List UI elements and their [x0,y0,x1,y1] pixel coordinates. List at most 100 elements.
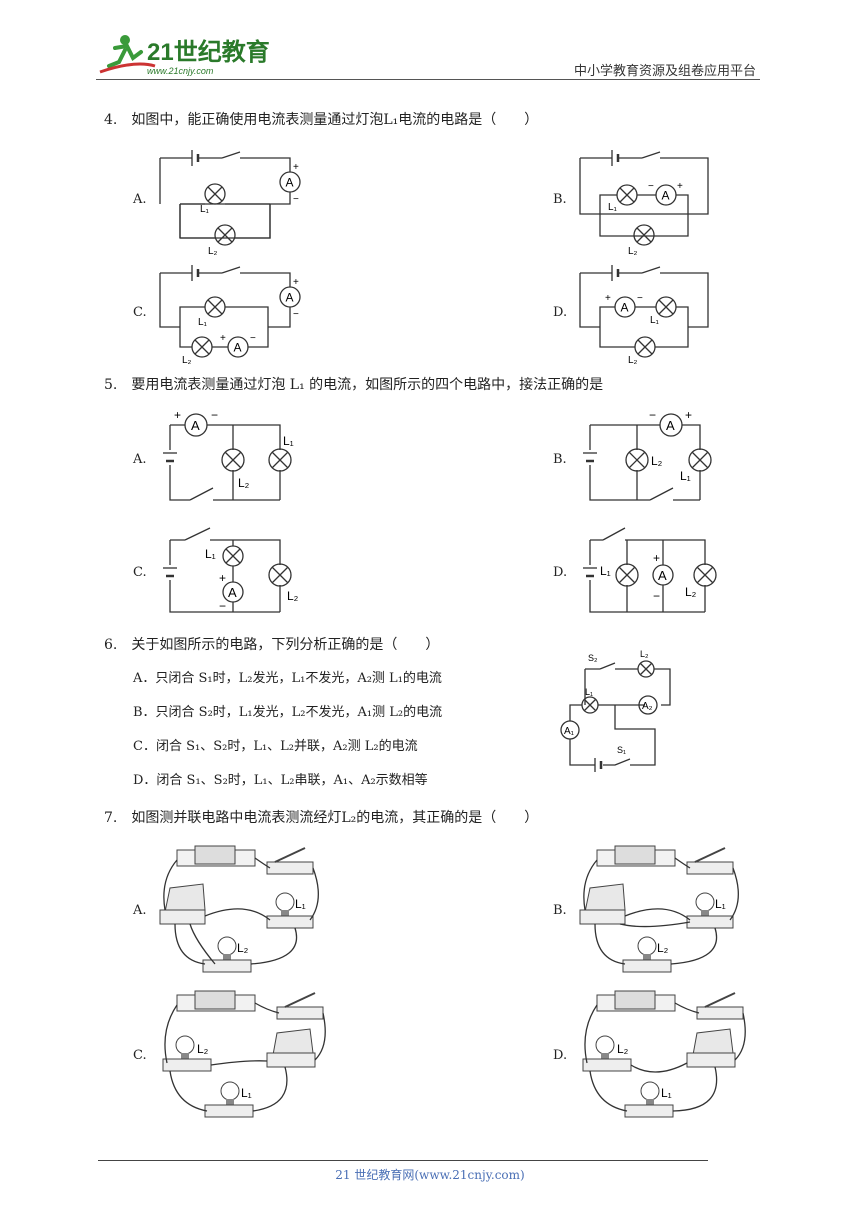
ammeter-device-icon [164,883,206,913]
svg-text:L₁: L₁ [241,1086,252,1100]
q6-choice-c[interactable]: C．闭合 S₁、S₂时，L₁、L₂并联，A₂测 L₂的电流 [133,739,418,754]
svg-text:A: A [234,341,242,355]
footer-link[interactable]: 21 世纪教育网(www.21cnjy.com) [335,1168,525,1182]
q7-option-b[interactable]: B. [553,903,567,918]
q7-physical-b: L₁ L₂ [579,845,739,973]
bulb-icon [275,892,295,916]
q4-option-b[interactable]: B. [553,192,567,207]
q7-option-a[interactable]: A. [133,903,147,918]
lamp-icon [633,224,655,246]
svg-text:L₁: L₁ [295,897,306,911]
ammeter-icon: A [279,286,301,308]
lamp-icon [637,660,655,678]
svg-text:L₁: L₁ [715,897,726,911]
svg-text:+: + [293,277,299,288]
logo-text: 21世纪教育 [147,38,270,66]
battery-icon [614,990,656,1010]
q6-choice-b[interactable]: B．只闭合 S₂时，L₁发光，L₂不发光，A₁测 L₂的电流 [133,705,443,720]
switch-icon [266,861,314,875]
svg-text:+: + [653,551,660,565]
q7-option-d[interactable]: D. [553,1048,568,1063]
q4-option-c[interactable]: C. [133,305,147,320]
q6-choice-a[interactable]: A．只闭合 S₁时，L₂发光，L₁不发光，A₂测 L₁的电流 [133,671,442,686]
q5-option-b[interactable]: B. [553,452,567,467]
svg-text:−: − [293,309,299,320]
lamp-icon [655,296,677,318]
svg-text:A: A [658,568,667,583]
svg-text:+: + [605,293,611,304]
svg-text:L₂: L₂ [208,246,218,257]
svg-text:L₁: L₁ [205,547,216,561]
svg-text:S₂: S₂ [588,653,598,663]
q5-option-a[interactable]: A. [133,452,147,467]
q5-option-c[interactable]: C. [133,565,147,580]
lamp-icon [204,296,226,318]
svg-text:A: A [191,418,200,433]
lamp-icon [693,563,717,587]
svg-text:S₁: S₁ [617,745,626,755]
bulb-icon [175,1035,195,1059]
ammeter-device-icon [272,1028,314,1056]
q5-stem: 5. 要用电流表测量通过灯泡 L₁ 的电流，如图所示的四个电路中，接法正确的是 [104,377,604,393]
svg-text:L₂: L₂ [657,941,669,955]
ammeter-icon: A [222,581,244,603]
svg-text:L₂: L₂ [238,476,250,490]
bulb-icon [637,936,657,960]
svg-text:L₁: L₁ [650,315,660,326]
ammeter-icon: A₁ [560,720,580,740]
ammeter-device-icon [692,1028,734,1056]
svg-text:−: − [250,333,256,344]
lamp-icon [191,336,213,358]
svg-text:A: A [286,176,294,190]
svg-text:−: − [293,194,299,205]
lamp-icon [268,563,292,587]
q5-option-d[interactable]: D. [553,565,568,580]
lamp-icon [204,183,226,205]
ammeter-icon: A₂ [638,695,658,715]
svg-text:L₁: L₁ [661,1086,672,1100]
svg-text:−: − [211,408,218,422]
q6-choice-d[interactable]: D．闭合 S₁、S₂时，L₁、L₂串联，A₁、A₂示数相等 [133,773,428,788]
runner-logo-icon: 21世纪教育 www.21cnjy.com [99,35,270,76]
svg-text:L₁: L₁ [608,202,618,213]
q4-stem: 4. 如图中，能正确使用电流表测量通过灯泡L₁电流的电路是（ ） [104,112,539,128]
switch-icon [686,861,734,875]
bulb-icon [220,1081,240,1105]
battery-icon [614,845,656,865]
q4-option-d[interactable]: D. [553,305,568,320]
svg-text:L₂: L₂ [628,355,638,366]
svg-text:L₂: L₂ [237,941,249,955]
q4-option-a[interactable]: A. [133,192,147,207]
battery-icon [194,845,236,865]
q7-stem: 7. 如图测并联电路中电流表测流经灯L₂的电流，其正确的是（ ） [104,810,539,826]
header-divider [96,79,760,80]
svg-text:+: + [219,571,226,585]
svg-text:L₂: L₂ [628,246,638,257]
bulb-icon [695,892,715,916]
svg-text:L₁: L₁ [198,317,208,328]
lamp-icon [214,224,236,246]
q7-option-c[interactable]: C. [133,1048,147,1063]
lamp-icon [581,696,599,714]
svg-text:A₂: A₂ [642,701,653,712]
svg-text:L₁: L₁ [680,469,691,483]
svg-text:+: + [293,162,299,173]
ammeter-device-icon [584,883,626,913]
svg-text:L₂: L₂ [287,589,299,603]
lamp-icon [615,563,639,587]
lamp-icon [634,336,656,358]
svg-text:A: A [228,585,237,600]
svg-text:+: + [685,408,692,422]
svg-text:+: + [677,181,683,192]
lamp-icon [616,184,638,206]
svg-text:−: − [637,293,643,304]
